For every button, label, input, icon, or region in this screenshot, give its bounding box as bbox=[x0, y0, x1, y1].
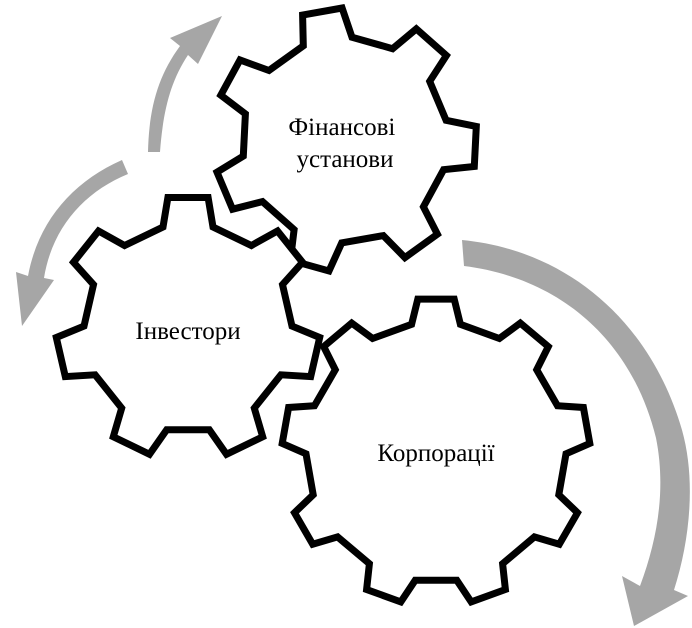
svg-text:Фінансові установи: Фінансові установи bbox=[288, 114, 401, 173]
svg-text:Інвестори: Інвестори bbox=[135, 318, 240, 345]
arrow-top bbox=[148, 16, 222, 152]
arrow-left bbox=[16, 160, 128, 326]
gear-financial-institutions: Фінансові установи bbox=[212, 4, 480, 276]
gear-outline bbox=[52, 194, 324, 459]
gear-investors: Інвестори bbox=[52, 194, 324, 459]
gear-corporations: Корпорації bbox=[278, 295, 594, 607]
gear-outline bbox=[278, 295, 594, 607]
arrow-right bbox=[462, 240, 690, 626]
svg-text:Корпорації: Корпорації bbox=[377, 440, 494, 467]
gear-outline bbox=[212, 4, 480, 276]
cycle-arrows bbox=[16, 16, 690, 626]
gear-label-line: установи bbox=[297, 146, 394, 173]
gear-label-line: Інвестори bbox=[135, 318, 240, 345]
gear-label-line: Фінансові bbox=[288, 114, 395, 141]
gear-label-line: Корпорації bbox=[377, 440, 494, 467]
